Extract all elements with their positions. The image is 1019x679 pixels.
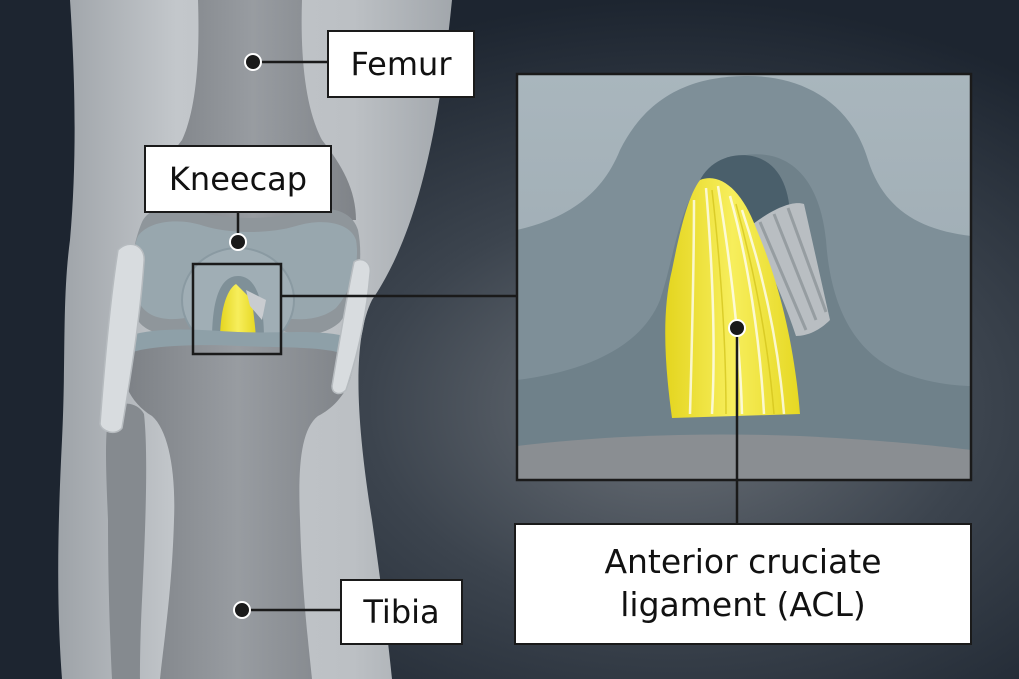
zoom-region-box <box>191 262 283 356</box>
label-tibia-text: Tibia <box>363 593 440 631</box>
medial-collateral-ligament <box>99 243 145 434</box>
fibula-bone <box>106 403 147 679</box>
label-acl-line1: Anterior cruciate <box>604 542 882 582</box>
pcl-small <box>246 290 266 320</box>
label-acl: Anterior cruciate ligament (ACL) <box>514 523 972 645</box>
label-kneecap-text: Kneecap <box>168 160 308 198</box>
femur-marker-dot <box>244 53 262 71</box>
acl-marker-dot <box>728 319 746 337</box>
acl-small <box>220 284 256 342</box>
label-acl-line2: ligament (ACL) <box>620 585 866 624</box>
label-tibia: Tibia <box>340 579 463 645</box>
label-kneecap: Kneecap <box>144 145 332 213</box>
inset-frame <box>515 72 973 482</box>
tibia-bone <box>122 345 353 679</box>
acl-inset-panel <box>517 74 971 480</box>
label-femur-text: Femur <box>350 45 452 83</box>
kneecap-marker-dot <box>229 233 247 251</box>
tibia-marker-dot <box>233 601 251 619</box>
label-femur: Femur <box>327 30 475 98</box>
lateral-collateral-ligament <box>331 258 371 395</box>
